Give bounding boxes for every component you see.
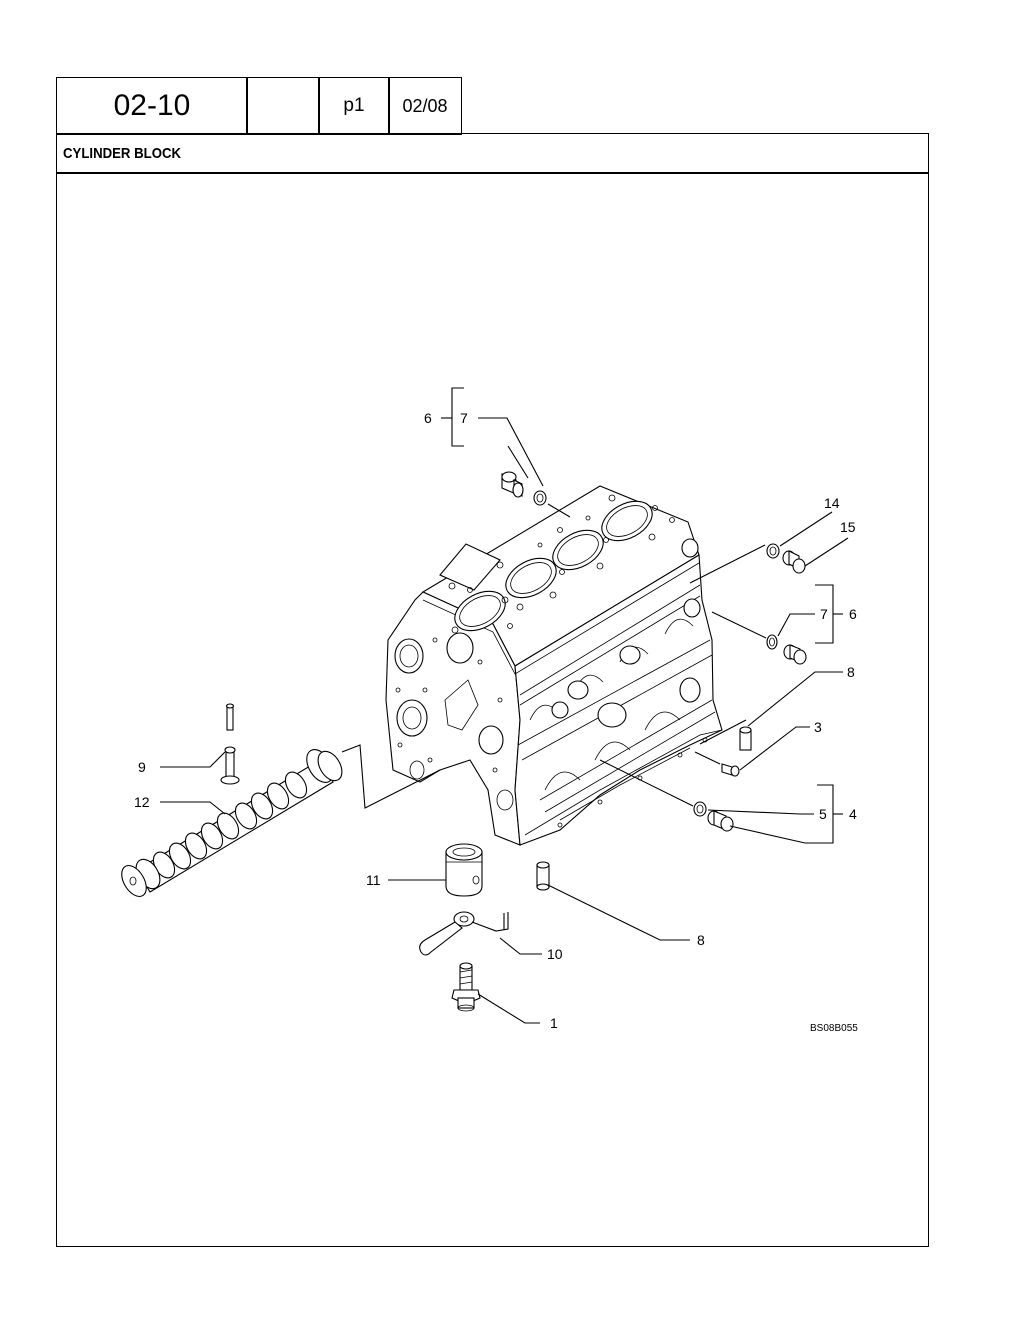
part-11 bbox=[445, 843, 483, 897]
dowel-right bbox=[739, 726, 752, 751]
oil-jet-10 bbox=[419, 911, 509, 956]
callout-6-right: 6 bbox=[849, 606, 857, 622]
diagram-frame bbox=[56, 172, 929, 1247]
washer-14 bbox=[766, 543, 780, 559]
callout-9: 9 bbox=[138, 759, 146, 775]
camshaft-12 bbox=[121, 749, 343, 898]
image-code: BS08B055 bbox=[810, 1023, 858, 1034]
callout-7-right: 7 bbox=[820, 606, 828, 622]
page-number-text: p1 bbox=[343, 95, 365, 116]
plug-upper bbox=[501, 471, 524, 498]
page-number: p1 bbox=[318, 77, 390, 135]
callout-11: 11 bbox=[366, 872, 381, 888]
leader-lines bbox=[160, 387, 849, 1024]
revision-date-text: 02/08 bbox=[402, 95, 448, 116]
washer-upper bbox=[533, 490, 547, 506]
page-title: CYLINDER BLOCK bbox=[63, 145, 182, 162]
callout-8-right: 8 bbox=[847, 664, 855, 680]
callout-5: 5 bbox=[819, 806, 827, 822]
callout-6-top: 6 bbox=[424, 410, 432, 426]
section-number: 02-10 bbox=[56, 77, 248, 135]
callout-10: 10 bbox=[547, 946, 563, 962]
bolt-1 bbox=[451, 962, 481, 1012]
callout-4: 4 bbox=[849, 806, 857, 822]
callout-labels: 6 7 14 15 7 6 8 3 5 4 8 9 12 11 10 1 BS0… bbox=[134, 410, 858, 1034]
plug-right bbox=[783, 644, 807, 665]
callout-15: 15 bbox=[840, 519, 856, 535]
section-number-text: 02-10 bbox=[113, 89, 191, 122]
plug-4 bbox=[707, 810, 734, 832]
revision-date: 02/08 bbox=[388, 77, 462, 135]
callout-14: 14 bbox=[824, 495, 840, 511]
callout-8-lower: 8 bbox=[697, 932, 705, 948]
callout-12: 12 bbox=[134, 794, 150, 810]
callout-3: 3 bbox=[814, 719, 822, 735]
callout-7-top: 7 bbox=[460, 410, 468, 426]
washer-5 bbox=[693, 801, 707, 817]
fitting-3 bbox=[721, 763, 740, 777]
tappet-9 bbox=[220, 703, 240, 785]
washer-right bbox=[766, 634, 778, 650]
header-blank-cell bbox=[246, 77, 320, 135]
page-title-bar: CYLINDER BLOCK bbox=[56, 133, 929, 174]
callout-1: 1 bbox=[550, 1015, 558, 1031]
cylinder-block-drawing bbox=[385, 485, 723, 846]
plug-15 bbox=[782, 550, 806, 574]
dowel-lower bbox=[536, 861, 550, 891]
